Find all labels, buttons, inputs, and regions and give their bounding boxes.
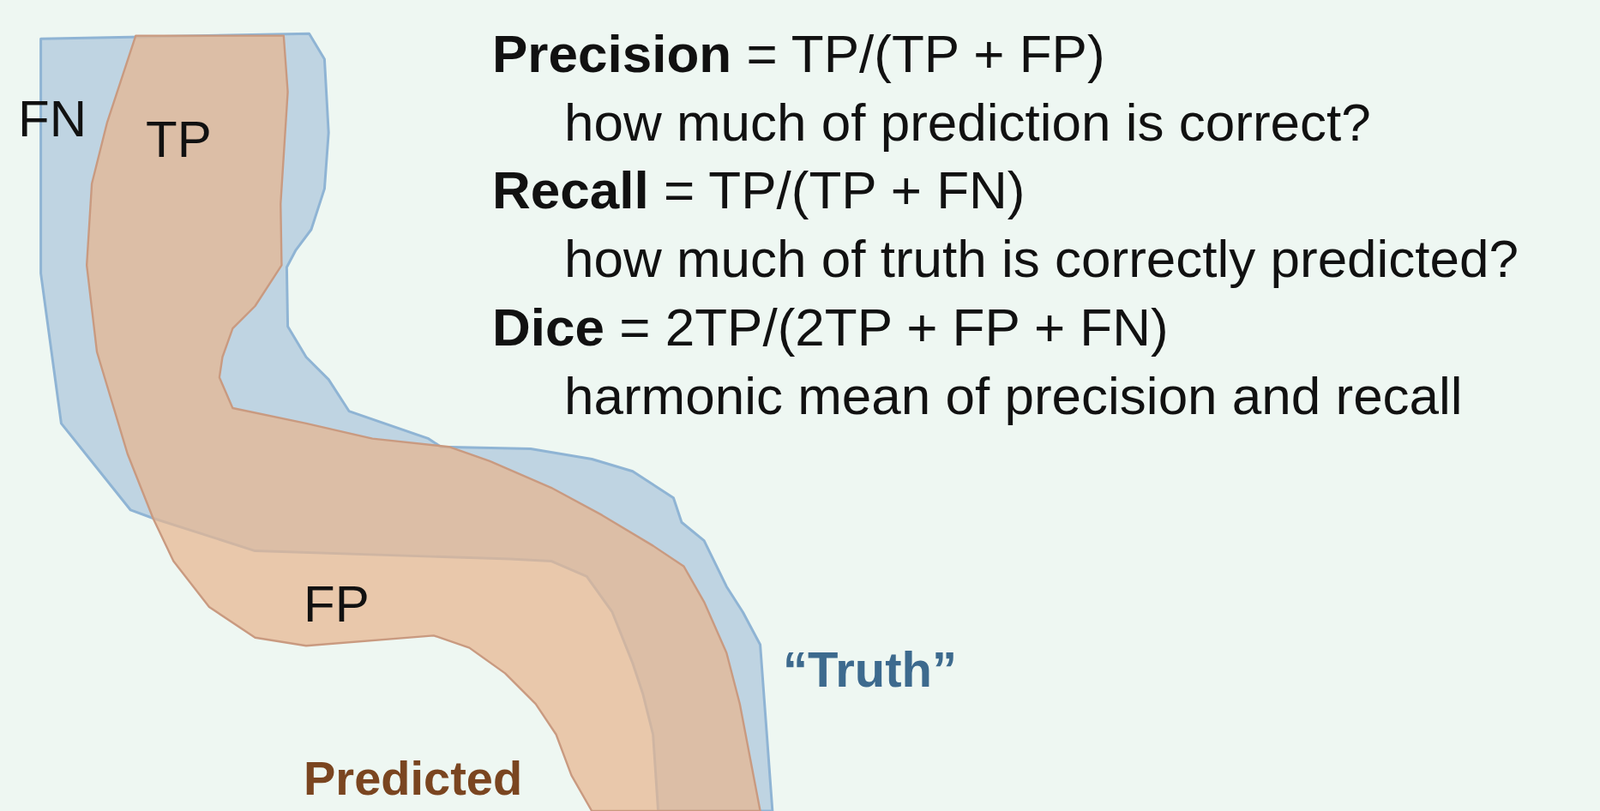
region-label: TP bbox=[145, 114, 212, 166]
metric-name: Precision bbox=[492, 27, 732, 81]
series-label: “Truth” bbox=[782, 644, 957, 695]
region-label: FP bbox=[303, 578, 370, 631]
predicted-region bbox=[86, 36, 760, 811]
region-label: FN bbox=[18, 93, 87, 145]
metric-description: harmonic mean of precision and recall bbox=[564, 369, 1463, 423]
metric-description: how much of prediction is correct? bbox=[564, 96, 1372, 150]
series-label: Predicted bbox=[303, 754, 523, 803]
metric-formula: = TP/(TP + FP) bbox=[745, 27, 1105, 81]
metric-formula: = TP/(TP + FN) bbox=[663, 163, 1025, 217]
metric-name: Recall bbox=[492, 163, 650, 217]
metric-formula: = 2TP/(2TP + FP + FN) bbox=[619, 300, 1168, 355]
metric-description: how much of truth is correctly predicted… bbox=[564, 232, 1519, 286]
metric-name: Dice bbox=[492, 300, 605, 355]
